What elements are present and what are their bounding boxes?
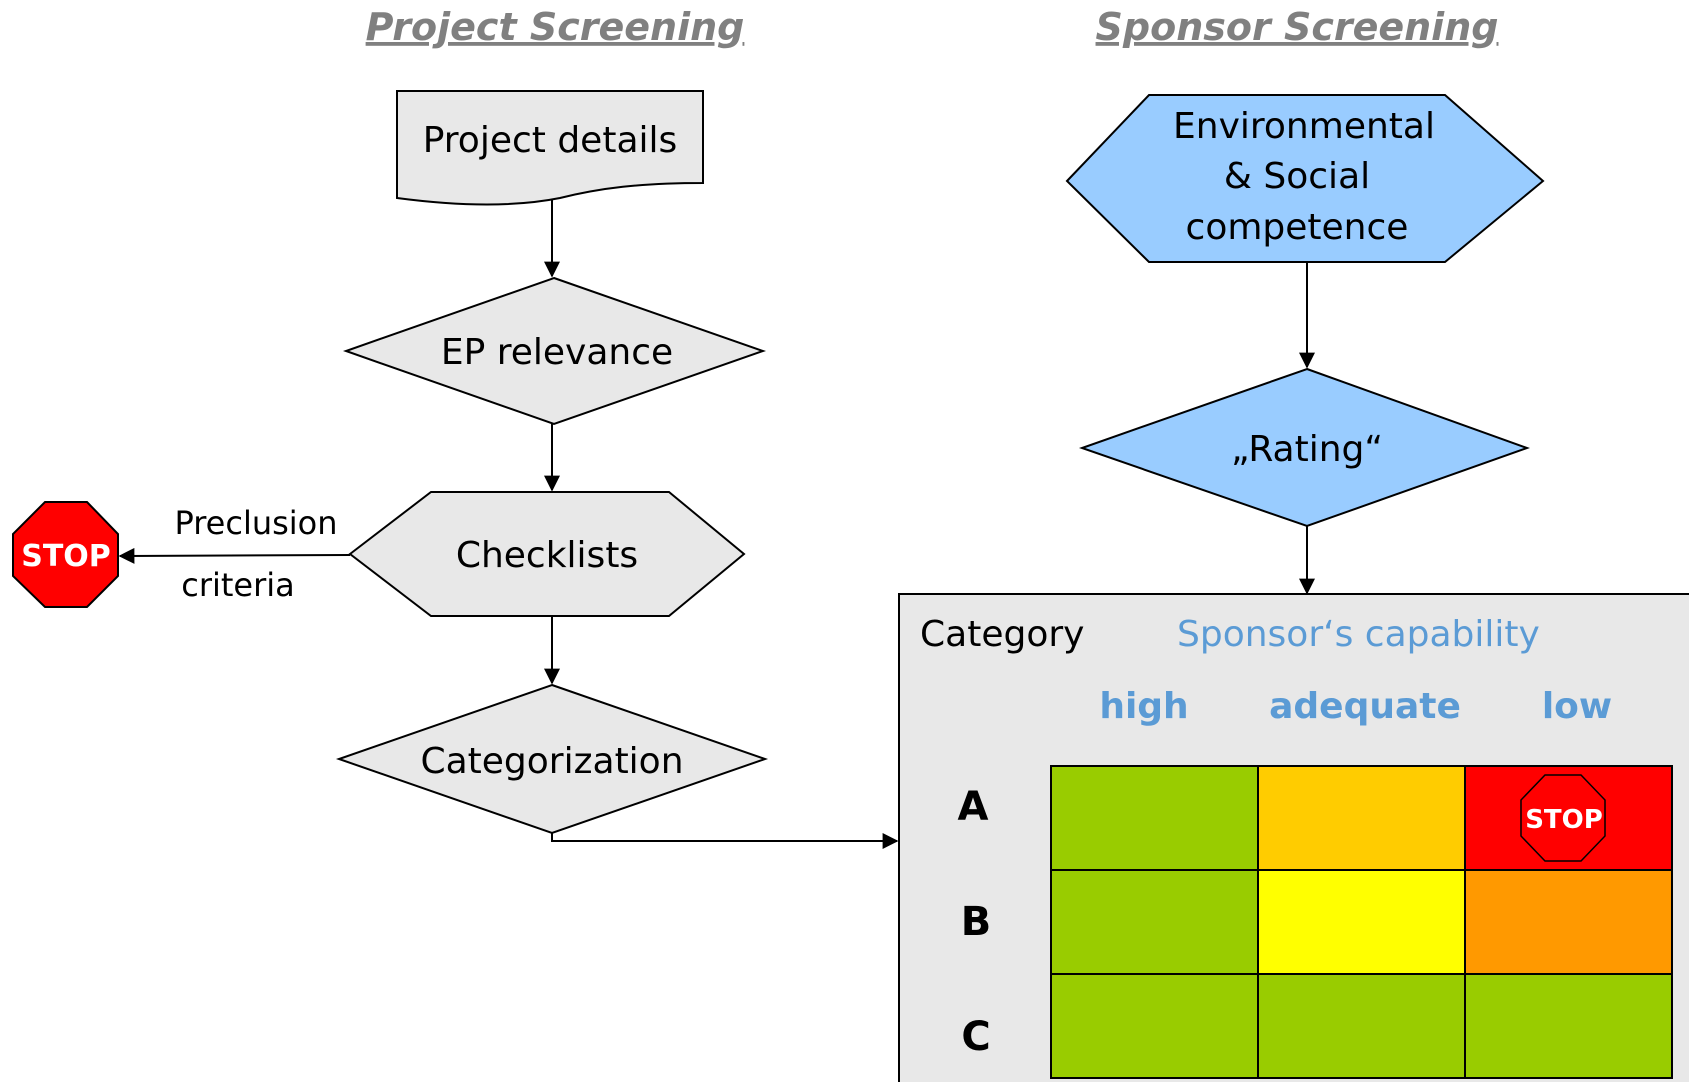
row-label-a: A [958, 784, 989, 830]
connector-checklists-to-stop [118, 547, 351, 564]
stop-sign-small-icon: STOP [1520, 774, 1606, 862]
stop-sign-icon: STOP [12, 501, 119, 608]
cell-c-low [1464, 973, 1673, 1079]
capability-title: Sponsor‘s capability [1177, 614, 1540, 655]
cell-b-high [1050, 869, 1259, 975]
project-details-node: Project details [396, 90, 704, 206]
rating-node: „Rating“ [1078, 367, 1530, 528]
column-label-high: high [1099, 686, 1188, 727]
cell-a-high [1050, 765, 1259, 871]
column-label-adequate: adequate [1269, 686, 1461, 727]
competence-node: Environmental & Social competence [1065, 94, 1545, 263]
preclusion-label-line1: Preclusion [174, 504, 337, 542]
cell-b-adequate [1257, 869, 1466, 975]
row-label-c: C [961, 1014, 990, 1060]
stop-sign-small-label: STOP [1525, 805, 1603, 835]
category-label: Category [920, 614, 1084, 655]
sponsor-screening-heading: Sponsor Screening [1096, 5, 1499, 49]
competence-label-line3: competence [1186, 207, 1409, 248]
project-screening-heading: Project Screening [366, 5, 745, 49]
checklists-node: Checklists [348, 491, 746, 617]
preclusion-label-line2: criteria [181, 566, 295, 604]
cell-c-high [1050, 973, 1259, 1079]
connector-categorization-to-matrix [551, 833, 899, 849]
row-label-b: B [961, 899, 992, 945]
competence-label-line2: & Social [1224, 156, 1370, 197]
rating-label: „Rating“ [1231, 429, 1383, 470]
project-details-label: Project details [423, 120, 678, 161]
stop-sign-label: STOP [21, 539, 111, 574]
ep-relevance-node: EP relevance [342, 276, 767, 426]
checklists-label: Checklists [456, 535, 638, 576]
categorization-node: Categorization [335, 683, 769, 835]
categorization-label: Categorization [420, 741, 683, 782]
category-matrix-panel: Category Sponsor‘s capability high adequ… [898, 593, 1689, 1082]
competence-label-line1: Environmental [1173, 106, 1435, 147]
ep-relevance-label: EP relevance [441, 332, 673, 373]
cell-a-adequate [1257, 765, 1466, 871]
cell-b-low [1464, 869, 1673, 975]
column-label-low: low [1542, 686, 1612, 727]
cell-c-adequate [1257, 973, 1466, 1079]
